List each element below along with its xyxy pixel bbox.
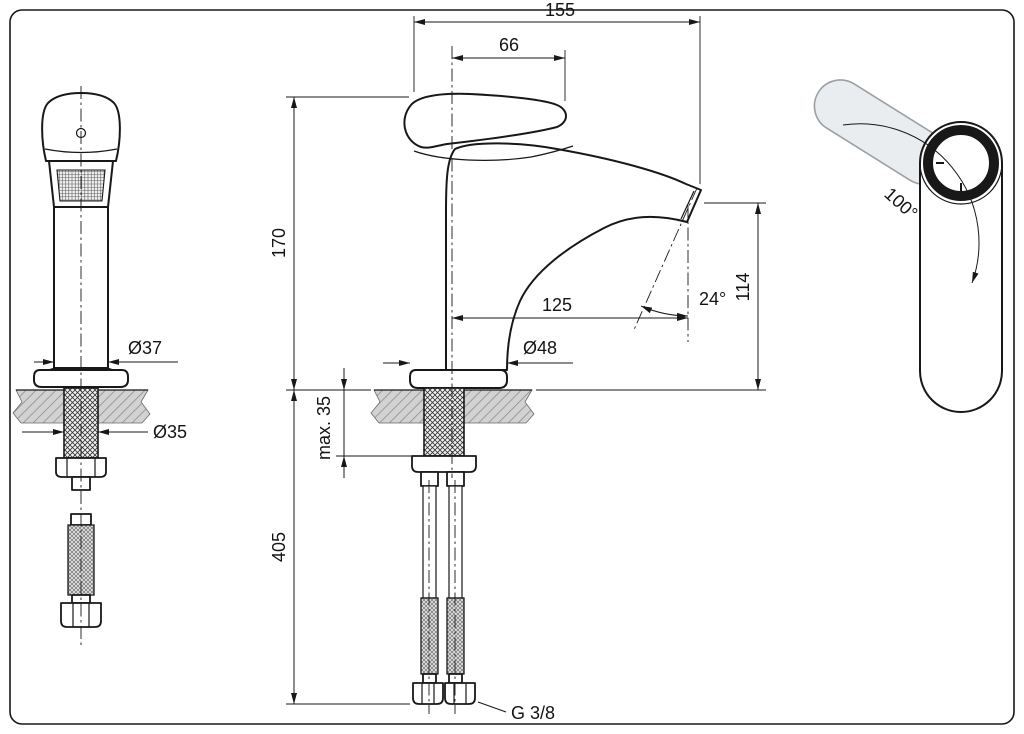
braided-hose: [420, 597, 439, 675]
handle-collar-ring: [923, 125, 999, 201]
dim-spout-angle-label: 24°: [699, 289, 726, 309]
dim-shank-diameter: Ø35: [22, 422, 187, 442]
dim-max-deck-thickness-label: max. 35: [314, 396, 334, 460]
dim-spout-height-label: 114: [733, 273, 753, 302]
rotation-view: 100°: [813, 79, 1003, 413]
dim-spout-reach-label: 125: [542, 295, 572, 315]
dim-max-deck-thickness: max. 35: [314, 368, 412, 478]
dim-hose-length: 405: [269, 390, 410, 705]
side-view: 24° 155 66 170 125: [269, 0, 766, 723]
dim-connection-thread-label: G 3/8: [511, 703, 555, 723]
hose-hex-nut: [412, 682, 444, 705]
dim-handle-length-label: 66: [499, 35, 519, 55]
mounting-bracket: [411, 455, 477, 473]
supply-hose: [422, 485, 437, 599]
braided-hose: [446, 597, 465, 675]
dim-body-diameter: Ø37: [34, 338, 178, 365]
dim-spout-height: 114: [536, 202, 766, 391]
dim-spout-reach: 125: [452, 295, 688, 321]
faucet-body: [445, 142, 702, 371]
dim-base-diameter: Ø48: [383, 338, 573, 366]
dim-shank-diameter-label: Ø35: [153, 422, 187, 442]
dim-hose-length-label: 405: [269, 532, 289, 562]
dim-base-diameter-label: Ø48: [523, 338, 557, 358]
front-view: Ø37 Ø35: [12, 86, 187, 646]
supply-hose: [448, 485, 463, 599]
deck-section: [12, 389, 65, 424]
dim-overall-width: 155: [413, 0, 701, 184]
lever-handle: [403, 92, 567, 149]
deck-section: [370, 389, 425, 424]
threaded-shank: [423, 387, 465, 457]
dim-body-diameter-label: Ø37: [128, 338, 162, 358]
dim-overall-width-label: 155: [545, 0, 575, 20]
deck-section: [463, 389, 535, 424]
handle-collar-outline: [919, 121, 1003, 205]
deck-section: [97, 389, 151, 424]
sheet-border: [9, 9, 1015, 725]
dim-connection-thread: G 3/8: [477, 701, 555, 723]
dim-height: 170: [269, 96, 409, 391]
hose-hex-nut: [444, 682, 476, 705]
base-flange: [409, 369, 508, 389]
dim-handle-length: 66: [452, 35, 566, 101]
mounting-nut-front: [55, 457, 107, 478]
dim-height-label: 170: [269, 228, 289, 258]
